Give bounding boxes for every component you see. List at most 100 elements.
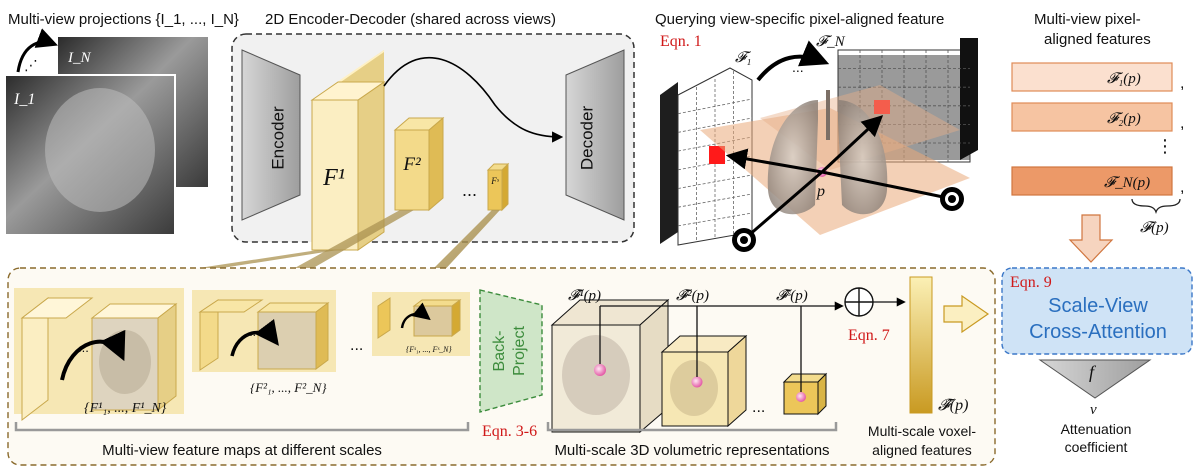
feature-map-scale-s: {Fˢ₁, ..., Fˢ_N} xyxy=(372,292,470,356)
bracket-vol xyxy=(546,422,838,432)
query-point-label: p xyxy=(816,183,825,200)
grid-line xyxy=(677,117,753,133)
query-panel: Querying view-specific pixel-aligned fea… xyxy=(655,11,978,252)
xray-label-n: I_N xyxy=(67,50,91,66)
eqn36-label: Eqn. 3-6 xyxy=(482,423,537,440)
feature-map-scale-2: ... {F²₁, ..., F²_N} xyxy=(192,290,336,395)
feature-vector-1-label: 𝓕₁(p) xyxy=(1107,71,1141,87)
query-title: Querying view-specific pixel-aligned fea… xyxy=(655,11,944,28)
multiview-title: Multi-view projections {I_1, ..., I_N} xyxy=(8,11,239,28)
beam-f2 xyxy=(262,210,414,286)
encoder-decoder-block: 2D Encoder-Decoder (shared across views)… xyxy=(231,11,635,251)
view-switch-arrow xyxy=(756,40,830,82)
volume-scale-1: 𝓕̂¹(p) xyxy=(550,288,670,434)
vol-ellipsis: ... xyxy=(752,399,765,416)
back-project-shape xyxy=(479,289,543,413)
caption-voxel-1: Multi-scale voxel- xyxy=(868,423,976,439)
f1-top-face xyxy=(310,81,386,101)
feature-block-f1: F¹ xyxy=(310,50,386,251)
feature-vector-1 xyxy=(1011,62,1173,92)
comma-1: , xyxy=(1180,75,1184,92)
to-crossattn-arrow xyxy=(943,294,990,334)
decoder-label: Decoder xyxy=(577,106,596,171)
map2-set-label: {F²₁, ..., F²_N} xyxy=(250,380,327,395)
feature-vector-2-label: 𝓕₂(p) xyxy=(1107,111,1141,127)
feature-vector-n xyxy=(1011,166,1173,196)
feature-map-scale-1: ... {F¹₁, ..., F¹_N} xyxy=(14,288,184,422)
map2-front-side xyxy=(315,302,329,370)
feature-vdots: ⋮ xyxy=(1156,136,1174,156)
voxel-feature-bar xyxy=(909,276,933,414)
decoder-trapezoid xyxy=(565,49,625,221)
aggregation-lines: Eqn. 7 xyxy=(599,287,906,392)
map2-front-face xyxy=(257,311,317,370)
vols-label: 𝓕̂ˢ(p) xyxy=(776,288,808,304)
crossattn-box xyxy=(1001,267,1193,355)
f2-depth xyxy=(428,116,444,212)
multiview-projections: Multi-view projections {I_1, ..., I_N} I… xyxy=(4,11,239,236)
attenuation-label-2: coefficient xyxy=(1065,439,1128,455)
grid-line xyxy=(677,212,753,227)
grid-line xyxy=(677,174,753,189)
vol2-point xyxy=(691,376,703,388)
feature-grid-1: 𝓕₁ xyxy=(660,50,753,246)
map2-dots: ... xyxy=(246,325,256,339)
maps-arrow xyxy=(400,302,431,329)
grid1-label: 𝓕₁ xyxy=(735,50,752,66)
map1-chest xyxy=(99,330,151,394)
mlp-head xyxy=(1038,359,1152,399)
pixel-features-title-2: aligned features xyxy=(1044,31,1151,48)
map1-dots: ... xyxy=(78,340,89,355)
gridn-highlight xyxy=(874,100,890,114)
xray-label-1: I_1 xyxy=(13,91,35,108)
ray-source-1 xyxy=(747,170,823,238)
pixel-features-title-1: Multi-view pixel- xyxy=(1034,11,1141,28)
view-rotation-arrow xyxy=(16,28,58,73)
vol2-lungs xyxy=(670,360,718,416)
eqn9-label: Eqn. 9 xyxy=(1010,274,1052,291)
grid1-highlight xyxy=(709,146,725,164)
back-project-block: Back- Project Eqn. 3-6 xyxy=(479,289,543,440)
caption-brackets xyxy=(14,422,838,432)
fs-label: Fˢ xyxy=(490,176,499,186)
caption-voxel-2: aligned features xyxy=(872,442,972,458)
maps-front-side xyxy=(451,299,461,337)
f-symbol: f xyxy=(1089,362,1097,382)
gridn-back xyxy=(960,38,978,160)
vol2-side xyxy=(727,334,747,428)
map1-arrow xyxy=(60,329,126,381)
f2-label: F² xyxy=(402,154,421,175)
fs-depth xyxy=(501,162,509,212)
caption-maps: Multi-view feature maps at different sca… xyxy=(102,442,382,459)
grid-line xyxy=(677,193,753,208)
pixel-features-panel: Multi-view pixel- aligned features 𝓕₁(p)… xyxy=(1011,11,1184,263)
cross-attention-block: Eqn. 9 Scale-View Cross-Attention xyxy=(1001,267,1193,355)
comma-2: , xyxy=(1180,115,1184,132)
feature-block-f2: F² xyxy=(393,116,445,212)
back-project-label-2: Project xyxy=(511,326,528,376)
back-project-label-1: Back- xyxy=(491,331,508,372)
encdec-title: 2D Encoder-Decoder (shared across views) xyxy=(265,11,556,28)
xray-source-n xyxy=(940,187,964,211)
f2-top-face xyxy=(393,117,445,131)
vol1-lungs xyxy=(562,335,630,415)
encdec-ellipsis: ... xyxy=(462,180,477,200)
grid1-back xyxy=(660,82,678,244)
projection-plane-1 xyxy=(700,108,970,235)
fs-top-face xyxy=(486,163,510,171)
down-arrow xyxy=(1068,214,1114,263)
ray-source-n xyxy=(821,170,949,200)
vol1-label: 𝓕̂¹(p) xyxy=(568,288,601,304)
xray-source-1 xyxy=(732,228,756,252)
view-switch-dots: ... xyxy=(792,59,804,75)
vols-point xyxy=(796,392,806,402)
comma-n: , xyxy=(1180,179,1184,196)
skip-connection-arrow xyxy=(383,56,564,143)
ray-to-gridn xyxy=(820,115,884,174)
vol2-label: 𝓕̂²(p) xyxy=(676,288,709,304)
volume-scale-2: 𝓕̂²(p) xyxy=(660,288,748,428)
crossattn-label-1: Scale-View xyxy=(1048,295,1148,317)
vol1-point xyxy=(594,364,606,376)
feature-vector-2 xyxy=(1011,102,1173,132)
ray-to-grid1 xyxy=(725,148,823,174)
